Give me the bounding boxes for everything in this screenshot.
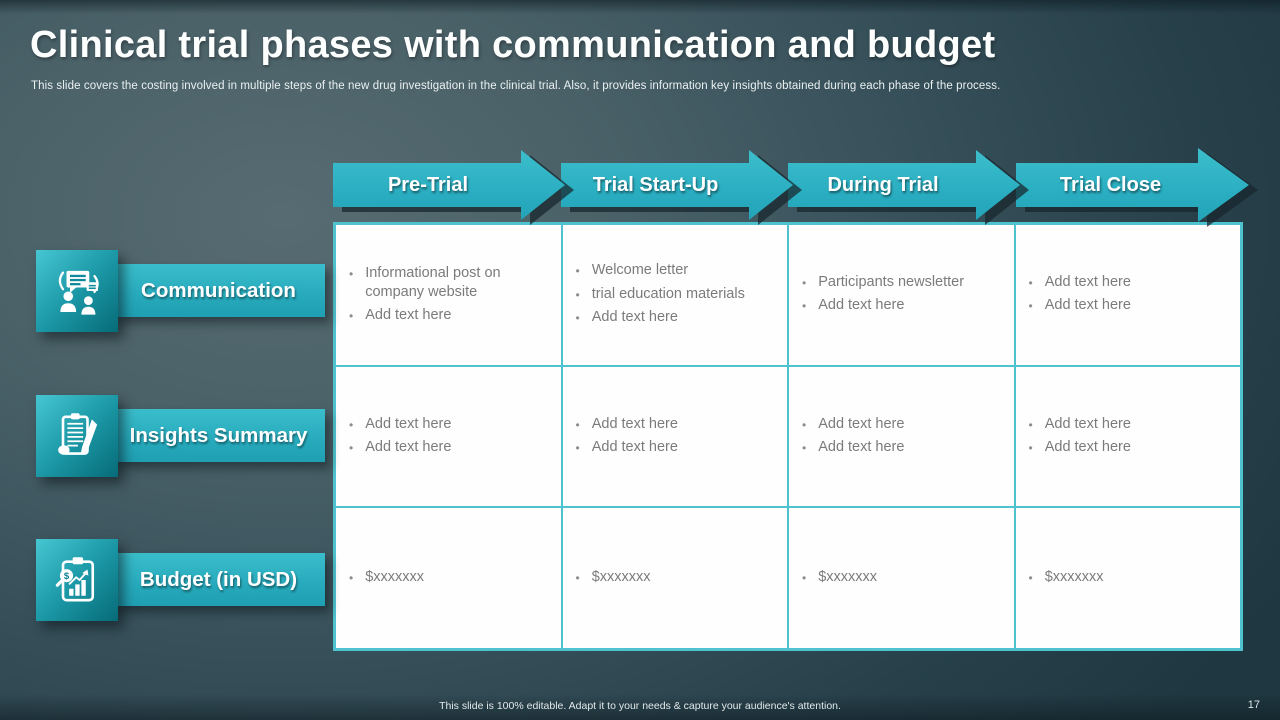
bullet-text: trial education materials xyxy=(591,285,745,302)
phase-label: Pre-Trial xyxy=(387,173,469,196)
bullet-item: Informational post on company website xyxy=(349,264,553,303)
bullet-text: $xxxxxxx xyxy=(818,568,878,585)
budget-icon: $ xyxy=(55,557,95,602)
bullet-item: Add text here xyxy=(802,438,1006,458)
table-cell-budget-trial-start-up: $xxxxxxx xyxy=(561,507,788,649)
row-label-insights-summary: Insights Summary xyxy=(112,409,325,462)
arrow-right-icon xyxy=(560,150,793,220)
bullet-text: Add text here xyxy=(591,438,678,455)
bullet-item: Add text here xyxy=(349,306,553,326)
svg-text:$: $ xyxy=(64,571,70,582)
table-cell-budget-trial-close: $xxxxxxx xyxy=(1014,507,1241,649)
bullet-text: Add text here xyxy=(1044,438,1131,455)
phase-pre-trial: Pre-Trial xyxy=(333,147,565,223)
bullet-text: Add text here xyxy=(818,415,905,432)
content-table: Informational post on company website Ad… xyxy=(333,222,1243,651)
bullet-text: Add text here xyxy=(818,438,905,455)
row-label-budget: Budget (in USD) xyxy=(112,553,325,606)
table-cell-budget-pre-trial: $xxxxxxx xyxy=(335,507,562,649)
phase-label: Trial Start-Up xyxy=(592,173,719,196)
bullet-item: $xxxxxxx xyxy=(802,568,1006,588)
phase-header-row: Pre-Trial Trial Start-Up During Trial Tr… xyxy=(333,147,1249,223)
bullet-item: Add text here xyxy=(1029,415,1233,435)
bullet-text: $xxxxxxx xyxy=(591,568,651,585)
insights-summary-icon xyxy=(58,413,98,455)
bullet-text: Add text here xyxy=(365,438,452,455)
bullet-item: Add text here xyxy=(576,308,780,328)
bullet-item: Add text here xyxy=(576,438,780,458)
arrow-right-icon xyxy=(1015,148,1249,222)
bullet-item: $xxxxxxx xyxy=(576,568,780,588)
row-label-communication: Communication xyxy=(112,264,325,317)
table-cell-communication-pre-trial: Informational post on company website Ad… xyxy=(335,224,562,366)
bullet-item: $xxxxxxx xyxy=(1029,568,1233,588)
bullet-item: $xxxxxxx xyxy=(349,568,553,588)
phase-label: Trial Close xyxy=(1059,173,1162,196)
bullet-item: Add text here xyxy=(802,415,1006,435)
bullet-text: Welcome letter xyxy=(591,262,689,279)
bullet-text: Add text here xyxy=(365,306,452,323)
phase-trial-start-up: Trial Start-Up xyxy=(560,147,793,223)
bullet-item: Add text here xyxy=(802,296,1006,316)
arrow-right-icon xyxy=(788,150,1020,220)
table-cell-insights-trial-close: Add text here Add text here xyxy=(1014,365,1241,508)
footer-note: This slide is 100% editable. Adapt it to… xyxy=(439,700,841,712)
bullet-text: Add text here xyxy=(1044,273,1131,290)
table-cell-communication-during-trial: Participants newsletter Add text here xyxy=(788,224,1015,366)
bullet-text: Add text here xyxy=(1044,415,1131,432)
table-cell-insights-during-trial: Add text here Add text here xyxy=(788,365,1015,508)
communication-icon xyxy=(58,270,99,315)
table-cell-communication-trial-start-up: Welcome letter trial education materials… xyxy=(561,224,788,366)
page-number: 17 xyxy=(1247,699,1260,711)
bullet-item: Add text here xyxy=(349,415,553,435)
page-subtitle: This slide covers the costing involved i… xyxy=(31,80,1001,92)
phase-trial-close: Trial Close xyxy=(1015,147,1249,223)
bullet-item: Add text here xyxy=(1029,296,1233,316)
table-cell-insights-pre-trial: Add text here Add text here xyxy=(335,365,562,508)
bullet-text: $xxxxxxx xyxy=(1044,568,1104,585)
page-title: Clinical trial phases with communication… xyxy=(30,24,996,66)
phase-label: During Trial xyxy=(827,173,939,196)
bullet-text: $xxxxxxx xyxy=(365,568,425,585)
budget-icon-box: $ xyxy=(36,539,118,621)
bullet-text: Add text here xyxy=(1044,297,1131,314)
insights-summary-icon-box xyxy=(36,395,118,477)
communication-icon-box xyxy=(36,250,118,332)
bullet-item: Welcome letter xyxy=(576,261,780,281)
bullet-text: Add text here xyxy=(365,415,452,432)
bullet-text: Informational post on company website xyxy=(365,264,501,301)
bullet-text: Participants newsletter xyxy=(818,273,965,290)
phase-during-trial: During Trial xyxy=(788,147,1020,223)
table-cell-communication-trial-close: Add text here Add text here xyxy=(1014,224,1241,366)
bullet-item: Add text here xyxy=(349,438,553,458)
bullet-item: Add text here xyxy=(576,415,780,435)
table-cell-insights-trial-start-up: Add text here Add text here xyxy=(561,365,788,508)
bullet-text: Add text here xyxy=(591,309,678,326)
bullet-item: Participants newsletter xyxy=(802,273,1006,293)
bullet-text: Add text here xyxy=(818,297,905,314)
table-cell-budget-during-trial: $xxxxxxx xyxy=(788,507,1015,649)
bullet-item: Add text here xyxy=(1029,438,1233,458)
arrow-right-icon xyxy=(333,150,565,220)
bullet-item: trial education materials xyxy=(576,285,780,305)
bullet-text: Add text here xyxy=(591,415,678,432)
bullet-item: Add text here xyxy=(1029,273,1233,293)
